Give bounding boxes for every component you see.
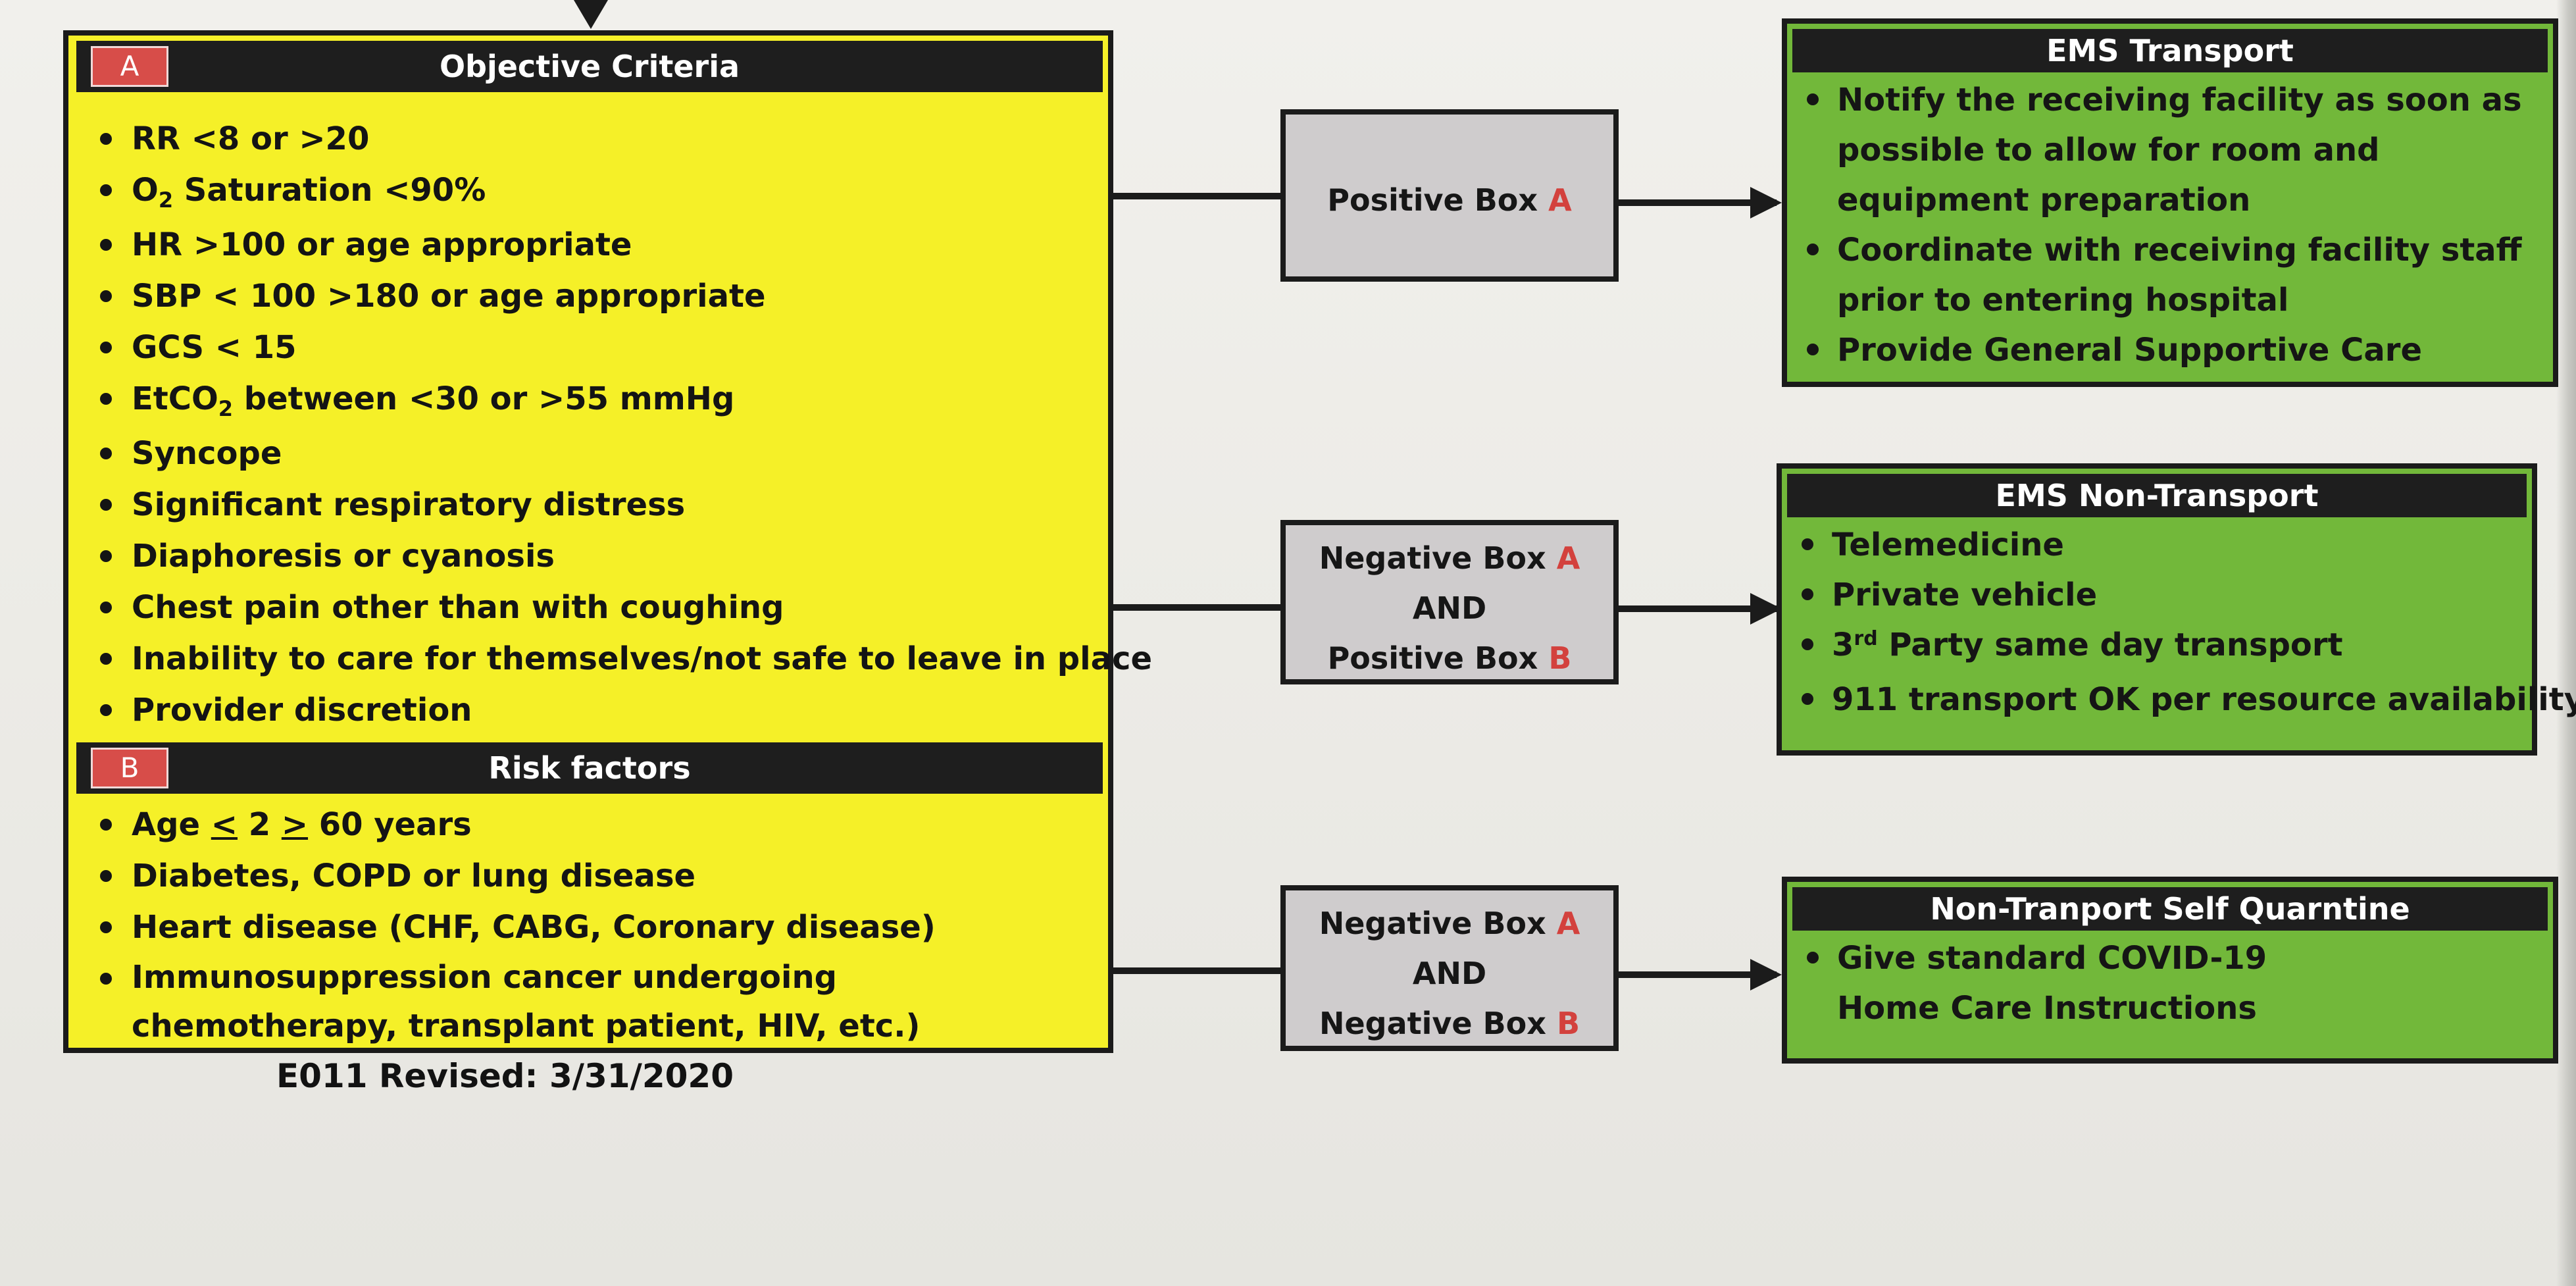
criteria-item: SBP < 100 >180 or age appropriate	[95, 270, 1152, 322]
bullet-icon	[100, 184, 112, 196]
arrow-right-icon	[1750, 959, 1782, 990]
outcome-ems-transport: EMS Transport Notify the receiving facil…	[1782, 18, 2558, 387]
outcome-item: Notify the receiving facility as soon as…	[1800, 75, 2537, 225]
outcome-item: Private vehicle	[1795, 570, 2532, 620]
bullet-icon	[100, 973, 112, 985]
bullet-icon	[100, 290, 112, 302]
bullet-icon	[100, 602, 112, 613]
criteria-item: Syncope	[95, 428, 1152, 479]
outcome-item: Provide General Supportive Care	[1800, 325, 2537, 375]
criteria-item: Diaphoresis or cyanosis	[95, 530, 1152, 582]
criteria-item: Chest pain other than with coughing	[95, 582, 1152, 633]
bullet-icon	[1807, 952, 1819, 964]
connector-line	[1113, 193, 1283, 199]
outcome-ems-non-transport: EMS Non-Transport Telemedicine Private v…	[1777, 463, 2576, 756]
risk-item: Diabetes, COPD or lung disease	[95, 850, 1105, 902]
bullet-icon	[100, 499, 112, 511]
outcome-item: 3rd Party same day transport	[1795, 620, 2532, 675]
criteria-item: EtCO2 between <30 or >55 mmHg	[95, 373, 1152, 428]
risk-factors-title: Risk factors	[488, 750, 691, 786]
criteria-item: O2 Saturation <90%	[95, 165, 1152, 219]
outcome-list: Give standard COVID-19 Home Care Instruc…	[1800, 933, 2313, 1033]
outcome-list: Notify the receiving facility as soon as…	[1800, 75, 2537, 375]
criteria-item: Inability to care for themselves/not saf…	[95, 633, 1152, 684]
risk-item: Immunosuppression cancer undergoing chem…	[95, 953, 1105, 1050]
outcome-item: 911 transport OK per resource availabili…	[1795, 675, 2576, 725]
connector-line	[1619, 199, 1777, 206]
outcome-title: EMS Non-Transport	[1787, 474, 2527, 517]
bullet-icon	[1807, 244, 1819, 255]
incoming-arrow-icon	[574, 0, 608, 29]
bullet-icon	[100, 819, 112, 831]
objective-criteria-list: RR <8 or >20 O2 Saturation <90% HR >100 …	[95, 113, 1152, 736]
arrow-right-icon	[1750, 187, 1782, 219]
outcome-item: Coordinate with receiving facility staff…	[1800, 225, 2537, 325]
box-b-badge: B	[91, 748, 168, 788]
risk-factors-header: Risk factors B	[76, 742, 1103, 794]
bullet-icon	[100, 239, 112, 251]
decision-negative-a-negative-b: Negative Box A AND Negative Box B	[1280, 885, 1619, 1051]
objective-criteria-title: Objective Criteria	[439, 49, 740, 84]
outcome-title: EMS Transport	[1792, 29, 2548, 72]
bullet-icon	[100, 704, 112, 716]
criteria-item: Significant respiratory distress	[95, 479, 1152, 530]
decision-positive-box-a: Positive Box A	[1280, 109, 1619, 282]
objective-criteria-header: Objective Criteria A	[76, 41, 1103, 92]
bullet-icon	[1802, 538, 1813, 550]
bullet-icon	[100, 448, 112, 459]
outcome-item: Give standard COVID-19 Home Care Instruc…	[1800, 933, 2313, 1033]
bullet-icon	[100, 550, 112, 562]
risk-item-age: Age < 2 > 60 years	[95, 799, 1105, 850]
risk-factors-list: Age < 2 > 60 years Diabetes, COPD or lun…	[95, 799, 1105, 1050]
connector-line	[1619, 971, 1777, 978]
connector-line	[1113, 604, 1283, 611]
criteria-item: HR >100 or age appropriate	[95, 219, 1152, 270]
bullet-icon	[100, 870, 112, 882]
criteria-panel: Objective Criteria A RR <8 or >20 O2 Sat…	[63, 30, 1152, 1053]
bullet-icon	[1807, 344, 1819, 355]
box-a-badge: A	[91, 46, 168, 87]
bullet-icon	[1802, 693, 1813, 705]
bullet-icon	[1802, 588, 1813, 600]
criteria-item: RR <8 or >20	[95, 113, 1152, 165]
revision-label: E011 Revised: 3/31/2020	[276, 1057, 734, 1095]
outcome-list: Telemedicine Private vehicle 3rd Party s…	[1795, 520, 2576, 725]
outcome-title: Non-Tranport Self Quarntine	[1792, 887, 2548, 931]
criteria-item: GCS < 15	[95, 322, 1152, 373]
outcome-self-quarantine: Non-Tranport Self Quarntine Give standar…	[1782, 877, 2558, 1064]
connector-line	[1113, 967, 1283, 974]
decision-negative-a-positive-b: Negative Box A AND Positive Box B	[1280, 520, 1619, 684]
risk-item: Heart disease (CHF, CABG, Coronary disea…	[95, 902, 1105, 953]
connector-line	[1619, 605, 1777, 612]
bullet-icon	[100, 653, 112, 665]
bullet-icon	[1807, 93, 1819, 105]
bullet-icon	[100, 921, 112, 933]
bullet-icon	[100, 342, 112, 353]
page-edge-shadow	[2556, 0, 2576, 1286]
bullet-icon	[1802, 638, 1813, 650]
criteria-item: Provider discretion	[95, 684, 1152, 736]
bullet-icon	[100, 133, 112, 145]
outcome-item: Telemedicine	[1795, 520, 2532, 570]
bullet-icon	[100, 393, 112, 405]
